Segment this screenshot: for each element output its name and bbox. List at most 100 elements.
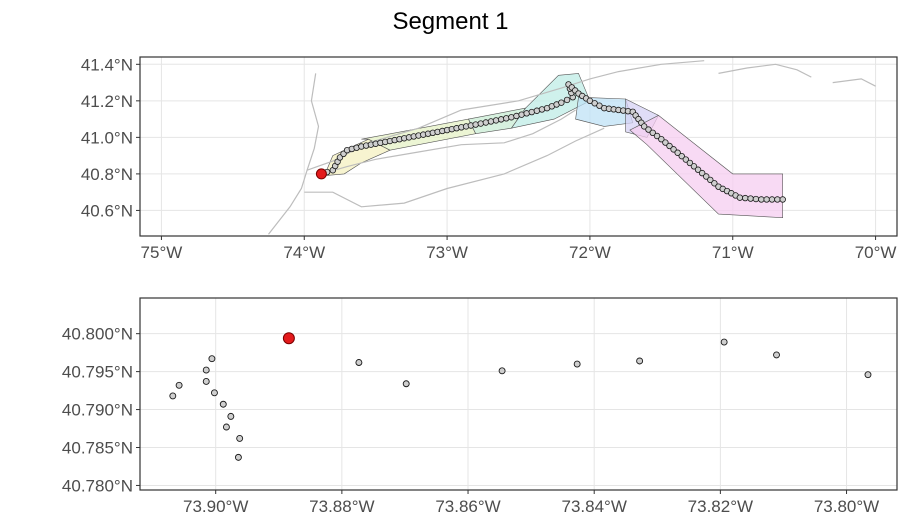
y-tick-label: 40.795°N <box>62 363 133 382</box>
track-point <box>666 142 673 150</box>
track-point <box>649 129 656 137</box>
track-point <box>779 196 786 203</box>
y-tick-label: 40.785°N <box>62 439 133 458</box>
track-point <box>640 123 648 130</box>
track-point <box>558 99 565 106</box>
x-tick-label: 73.90°W <box>183 497 248 516</box>
x-tick-label: 75°W <box>141 243 183 262</box>
y-tick-label: 41.4°N <box>81 55 133 74</box>
track-point <box>682 156 690 163</box>
track-point <box>747 195 754 202</box>
y-tick-label: 40.790°N <box>62 401 133 420</box>
bottom-detail-panel: 73.90°W 73.88°W 73.86°W 73.84°W 73.82°W 73.80… <box>62 297 898 516</box>
data-point <box>234 453 242 461</box>
track-point <box>472 121 479 128</box>
track-point <box>678 152 685 160</box>
track-point <box>758 196 765 203</box>
data-point <box>636 357 644 365</box>
chart-title: Segment 1 <box>392 8 509 35</box>
data-point <box>202 378 210 385</box>
x-tick-label: 73.80°W <box>814 497 879 516</box>
track-point <box>774 196 781 203</box>
track-point <box>707 176 714 184</box>
track-point <box>492 117 500 124</box>
panel-border <box>139 56 898 237</box>
highlight-point <box>282 332 295 345</box>
track-point <box>508 114 515 121</box>
track-point <box>538 106 546 113</box>
x-tick-label: 73.84°W <box>562 497 627 516</box>
track-point <box>487 118 495 125</box>
x-tick-label: 70°W <box>855 243 897 262</box>
data-point <box>202 366 210 374</box>
panel-background <box>140 298 897 490</box>
data-point <box>208 355 216 363</box>
data-point <box>864 371 872 379</box>
track-point <box>482 119 490 126</box>
track-point <box>674 149 681 156</box>
y-tick-label: 40.6°N <box>81 201 133 220</box>
track-point <box>513 112 520 120</box>
top-map-panel: 75°W 74°W 73°W 72°W 71°W 70°W 40.6°N 40.8°N 41.0… <box>81 55 898 262</box>
track-point <box>703 173 710 180</box>
track-point <box>518 111 525 118</box>
track-point <box>694 166 702 173</box>
y-tick-label: 40.800°N <box>62 325 133 344</box>
track-point <box>503 115 510 122</box>
coastline-path <box>832 78 876 87</box>
data-point <box>355 359 363 366</box>
highlight-point <box>315 168 327 180</box>
x-tick-label: 71°W <box>712 243 754 262</box>
track-point <box>670 146 677 153</box>
track-point <box>768 196 776 203</box>
track-point <box>645 126 652 133</box>
x-tick-label: 73.82°W <box>688 497 753 516</box>
data-point <box>169 392 177 400</box>
data-point <box>236 434 244 442</box>
track-point <box>528 108 535 116</box>
y-tick-label: 41.0°N <box>81 128 133 147</box>
x-tick-label: 72°W <box>569 243 611 262</box>
zone-polygon <box>575 96 634 127</box>
track-point <box>698 169 706 177</box>
data-point <box>210 389 218 397</box>
coastline-path <box>304 127 605 208</box>
track-point <box>711 180 718 187</box>
data-point <box>773 351 780 359</box>
track-point <box>477 120 484 127</box>
x-tick-label: 73°W <box>426 243 468 262</box>
panel-border <box>139 297 898 491</box>
track-point <box>686 159 694 167</box>
y-tick-label: 40.8°N <box>81 165 133 184</box>
coastline-path <box>321 109 576 175</box>
track-point <box>523 110 530 117</box>
data-point <box>402 380 410 388</box>
plot-area <box>140 57 897 236</box>
track-point <box>662 139 669 146</box>
track-point <box>763 196 770 203</box>
track-point <box>533 107 541 114</box>
data-point <box>175 381 183 389</box>
track-point <box>658 135 665 143</box>
x-tick-label: 74°W <box>283 243 325 262</box>
track-point <box>752 195 760 203</box>
coastline-path <box>718 63 812 78</box>
plot-area <box>140 298 897 490</box>
x-tick-label: 73.88°W <box>309 497 374 516</box>
track-point <box>742 194 749 202</box>
data-point <box>219 400 227 408</box>
panel-background <box>140 57 897 236</box>
data-point <box>227 412 235 420</box>
data-point <box>222 423 230 431</box>
data-point <box>720 338 728 346</box>
data-point <box>573 360 581 368</box>
track-point <box>563 96 571 104</box>
y-tick-label: 41.2°N <box>81 92 133 111</box>
track-point <box>736 194 744 201</box>
track-point <box>653 132 661 140</box>
data-point <box>498 367 506 375</box>
x-tick-label: 73.86°W <box>435 497 500 516</box>
coastline-path <box>268 73 320 235</box>
